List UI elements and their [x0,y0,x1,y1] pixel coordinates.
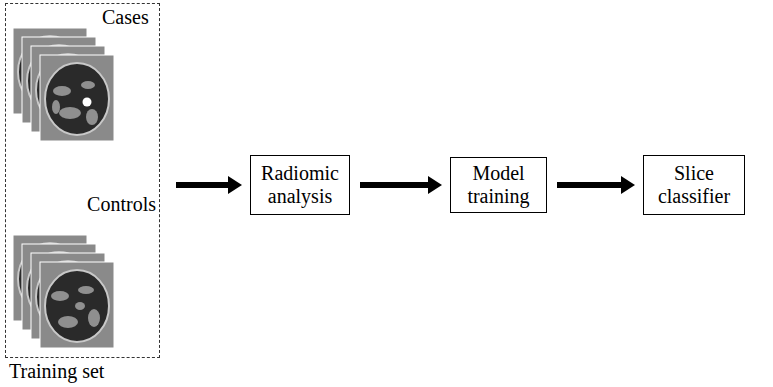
training-set-group: CasesControlsTraining set [5,3,160,383]
case-slices [13,28,114,141]
flow-arrow [176,176,242,194]
control-slices [13,235,114,348]
flow-arrow [557,176,635,194]
process-box: Slice classifier [643,155,745,215]
node-text: Controls [85,193,158,216]
flow-arrow [360,176,442,194]
node-text: Training set [7,360,106,383]
process-box: Radiomic analysis [250,155,350,215]
node-text: Radiomic analysis [257,162,343,208]
node-text: Cases [100,6,151,29]
node-text: Slice classifier [650,162,738,208]
process-box: Model training [450,157,547,213]
dashed-border [5,3,160,358]
node-text: Model training [457,162,540,208]
